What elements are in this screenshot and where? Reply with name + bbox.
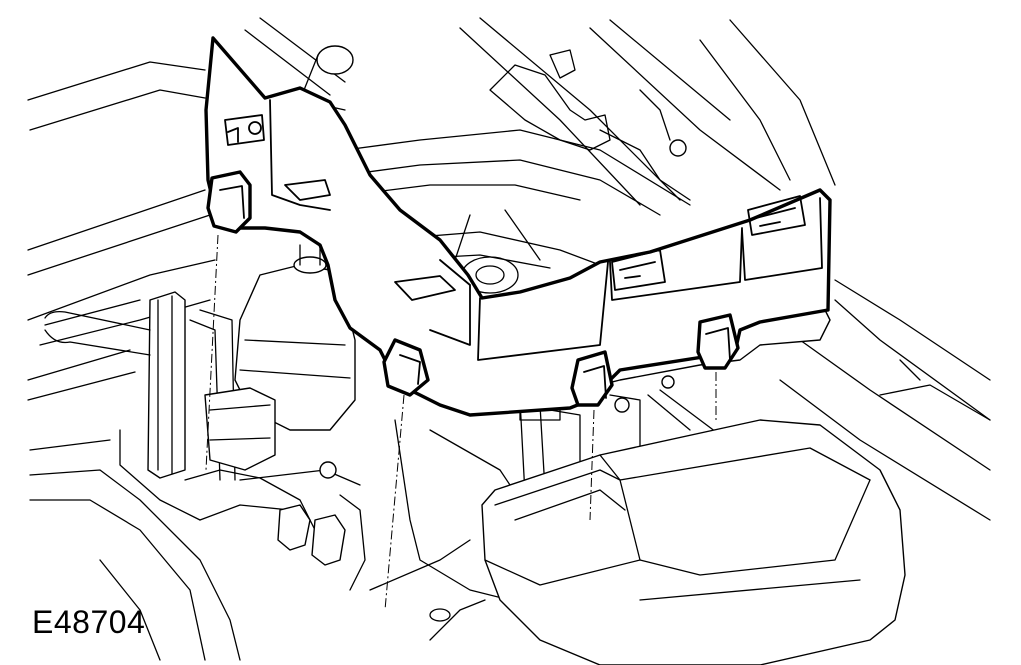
- fuse-box-cover: [204, 36, 832, 417]
- battery-cover: [481, 419, 906, 665]
- figure-id-label: E48704: [32, 604, 146, 640]
- engine-bay-background: [27, 17, 991, 521]
- alignment-lines: [205, 234, 717, 611]
- engine-components: [29, 244, 721, 661]
